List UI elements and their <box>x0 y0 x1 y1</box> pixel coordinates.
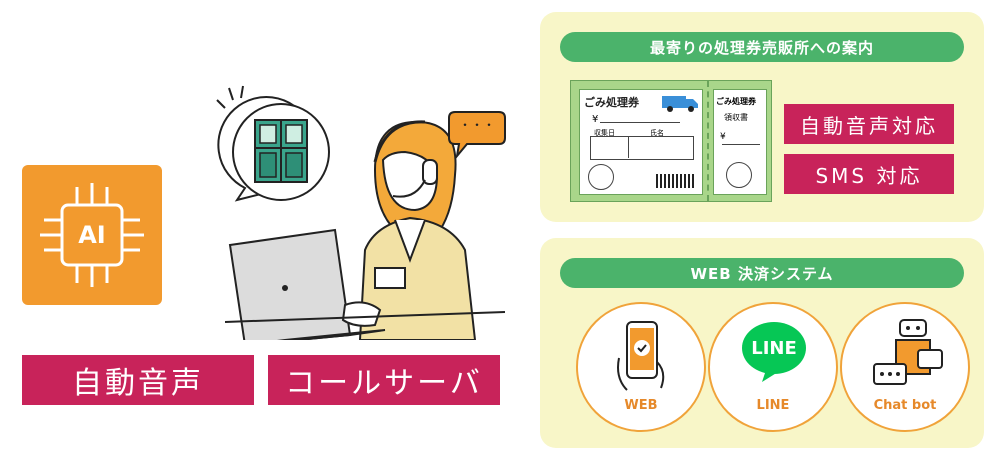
web-payment-option[interactable]: WEB <box>576 302 706 432</box>
thought-bubble <box>205 80 335 220</box>
ai-label: AI <box>78 221 106 249</box>
auto-voice-support-label: 自動音声対応 <box>784 104 954 144</box>
chatbot-payment-option[interactable]: Chat bot <box>840 302 970 432</box>
line-label: LINE <box>756 398 790 413</box>
payment-panel: WEB 決済システム WEB LINE LINE <box>540 238 984 448</box>
ticket-col-name: 氏名 <box>650 129 664 137</box>
smartphone-icon <box>611 318 671 398</box>
guide-panel-title: 最寄りの処理券売販所への案内 <box>560 32 964 62</box>
barcode <box>656 174 696 188</box>
ticket-title: ごみ処理券 <box>584 96 639 109</box>
stub-circle <box>726 162 752 188</box>
stub-title: ごみ処理券 <box>716 97 756 106</box>
robot-chat-icon <box>868 314 948 396</box>
sms-support-label: SMS 対応 <box>784 154 954 194</box>
speech-bubble: ・・・ <box>447 110 507 160</box>
auto-voice-label: 自動音声 <box>22 355 254 405</box>
garbage-ticket: ごみ処理券 ¥ 収集日 氏名 ごみ処理券 領収書 ¥ <box>570 80 772 202</box>
ticket-circle <box>588 164 614 190</box>
operator-illustration <box>224 100 506 347</box>
stub-yen: ¥ <box>720 132 726 142</box>
truck-icon <box>662 92 700 116</box>
ai-chip-icon: AI <box>22 165 162 305</box>
chatbot-label: Chat bot <box>873 398 937 413</box>
ticket-stub: ごみ処理券 領収書 ¥ <box>713 89 767 195</box>
ticket-yen: ¥ <box>592 114 599 125</box>
payment-panel-title: WEB 決済システム <box>560 258 964 288</box>
call-server-label: コールサーバ <box>268 355 500 405</box>
ticket-main: ごみ処理券 ¥ 収集日 氏名 <box>579 89 703 195</box>
web-label: WEB <box>624 398 658 413</box>
line-payment-option[interactable]: LINE LINE <box>708 302 838 432</box>
guide-panel: 最寄りの処理券売販所への案内 ごみ処理券 ¥ 収集日 氏名 ごみ処理券 領 <box>540 12 984 222</box>
line-logo-icon <box>740 320 808 388</box>
stub-subtitle: 領収書 <box>724 113 748 122</box>
speech-bubble-dots: ・・・ <box>458 118 495 132</box>
ticket-col-date: 収集日 <box>594 129 615 137</box>
line-logo-text: LINE <box>751 338 797 359</box>
